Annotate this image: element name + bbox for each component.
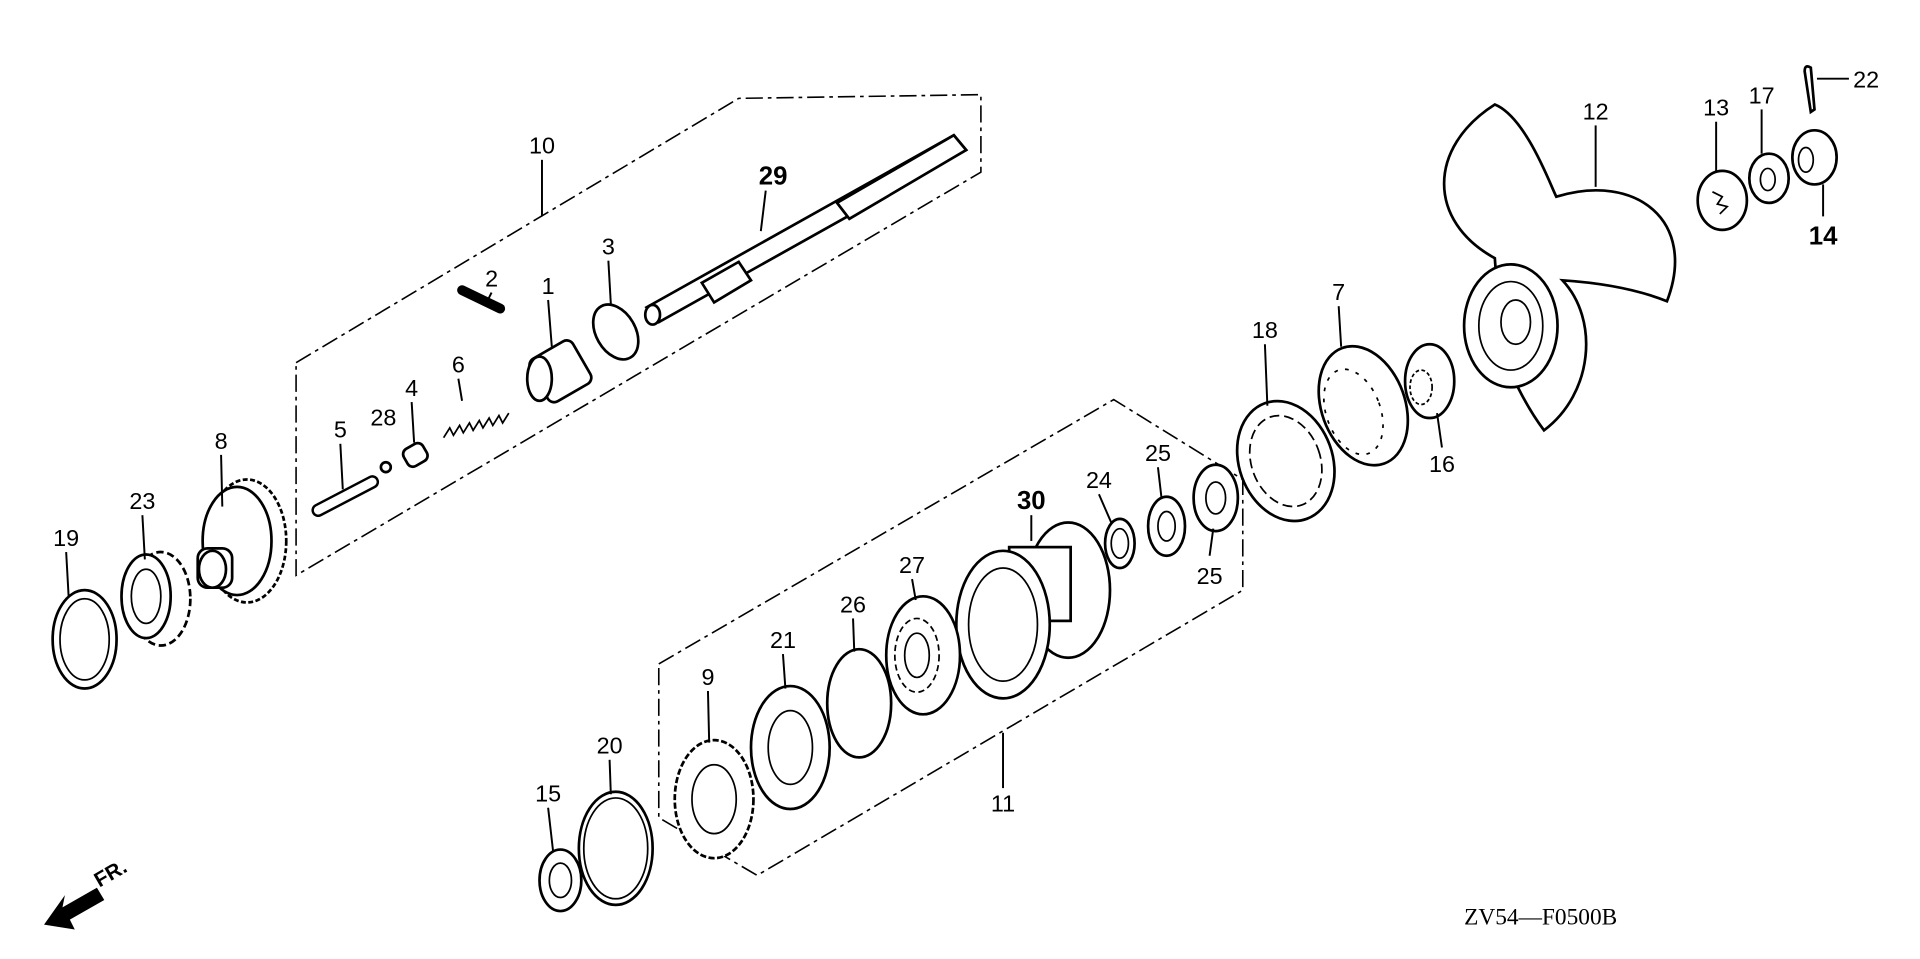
thrust-ring-7[interactable] — [1303, 334, 1424, 478]
callout-9[interactable]: 9 — [701, 664, 714, 690]
callout-11[interactable]: 11 — [991, 790, 1015, 816]
clutch-1[interactable] — [525, 338, 594, 405]
callout-29[interactable]: 29 — [759, 162, 788, 190]
pin-2[interactable] — [457, 285, 506, 314]
ring-20[interactable] — [577, 790, 654, 907]
callout-22[interactable]: 22 — [1853, 66, 1879, 92]
callout-1[interactable]: 1 — [542, 273, 555, 299]
callout-5[interactable]: 5 — [334, 417, 347, 443]
callout-17[interactable]: 17 — [1749, 82, 1775, 108]
propeller-12[interactable] — [1442, 102, 1677, 433]
callout-23[interactable]: 23 — [129, 488, 155, 514]
callout-26[interactable]: 26 — [840, 591, 866, 617]
callout-12[interactable]: 12 — [1583, 98, 1609, 124]
callout-6[interactable]: 6 — [452, 352, 465, 378]
nut-14[interactable] — [1791, 128, 1838, 186]
spring-6[interactable] — [442, 412, 510, 439]
cotter-pin-22[interactable] — [1803, 65, 1816, 115]
callout-27[interactable]: 27 — [899, 552, 925, 578]
ring-19[interactable] — [51, 588, 118, 690]
assembly-box-10 — [295, 93, 982, 577]
gear-8[interactable] — [196, 478, 288, 604]
callout-25b[interactable]: 25 — [1197, 563, 1223, 589]
callout-20[interactable]: 20 — [597, 733, 623, 759]
callout-14[interactable]: 14 — [1809, 223, 1838, 251]
ring-3[interactable] — [584, 297, 648, 368]
callout-28[interactable]: 28 — [370, 404, 396, 430]
callout-18[interactable]: 18 — [1252, 317, 1278, 343]
leader-lines — [65, 77, 1849, 851]
assembly-box-11 — [657, 398, 1244, 877]
callout-7[interactable]: 7 — [1332, 279, 1345, 305]
callout-30[interactable]: 30 — [1017, 487, 1046, 515]
front-direction-label: FR. — [90, 855, 131, 892]
callout-24[interactable]: 24 — [1086, 467, 1112, 493]
callout-8[interactable]: 8 — [215, 428, 228, 454]
part-4[interactable] — [401, 441, 430, 469]
ball-28[interactable] — [379, 460, 393, 474]
callout-21[interactable]: 21 — [770, 627, 796, 653]
bearing-24[interactable] — [1103, 517, 1136, 570]
callout-16[interactable]: 16 — [1429, 451, 1455, 477]
bearing-27[interactable] — [884, 594, 962, 716]
washer-17[interactable] — [1747, 152, 1791, 205]
gear-9[interactable] — [673, 738, 755, 860]
washer-16[interactable] — [1403, 342, 1456, 420]
propeller-shaft[interactable] — [643, 133, 969, 326]
washer-15[interactable] — [538, 848, 583, 913]
lock-ring-18[interactable] — [1221, 387, 1351, 534]
front-direction-arrow-icon — [44, 887, 105, 930]
callout-25a[interactable]: 25 — [1145, 440, 1171, 466]
seal-25a[interactable] — [1146, 495, 1187, 558]
callout-15[interactable]: 15 — [535, 781, 561, 807]
ring-26[interactable] — [825, 647, 893, 759]
seal-25b[interactable] — [1192, 463, 1240, 533]
bearing-housing-30[interactable] — [954, 521, 1112, 700]
washer-21[interactable] — [749, 684, 832, 811]
callout-13[interactable]: 13 — [1703, 95, 1729, 121]
diagram-code: ZV54—F0500B — [1464, 905, 1617, 931]
callout-3[interactable]: 3 — [602, 234, 615, 260]
callout-19[interactable]: 19 — [53, 525, 79, 551]
callout-10[interactable]: 10 — [529, 133, 555, 159]
callout-4[interactable]: 4 — [405, 375, 418, 401]
spacer-13[interactable] — [1696, 169, 1749, 232]
callout-2[interactable]: 2 — [485, 265, 498, 291]
bearing-23[interactable] — [120, 550, 192, 647]
